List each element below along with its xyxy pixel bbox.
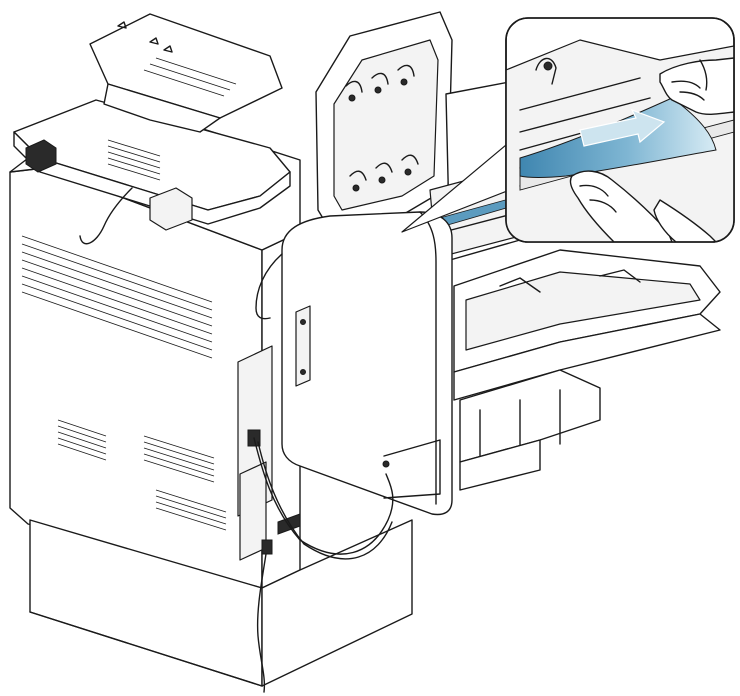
cables (253, 253, 394, 693)
hand-upper-icon (659, 57, 734, 115)
vent-grille-lower-right (143, 435, 215, 483)
finisher-handle (295, 305, 311, 387)
direction-arrow (579, 108, 666, 147)
jam-callout (505, 17, 735, 243)
cable-plug-icon (261, 539, 273, 555)
output-tray (453, 249, 721, 491)
finisher-unit (281, 211, 453, 516)
vent-grille-bottom (155, 489, 227, 531)
document-feeder (13, 13, 291, 245)
vent-grille-upper (21, 235, 213, 359)
hand-lower-icon (569, 170, 717, 242)
hinge-left-icon (25, 139, 57, 173)
hinge-right-icon (149, 187, 193, 231)
vent-grille-lower-left (57, 419, 107, 461)
